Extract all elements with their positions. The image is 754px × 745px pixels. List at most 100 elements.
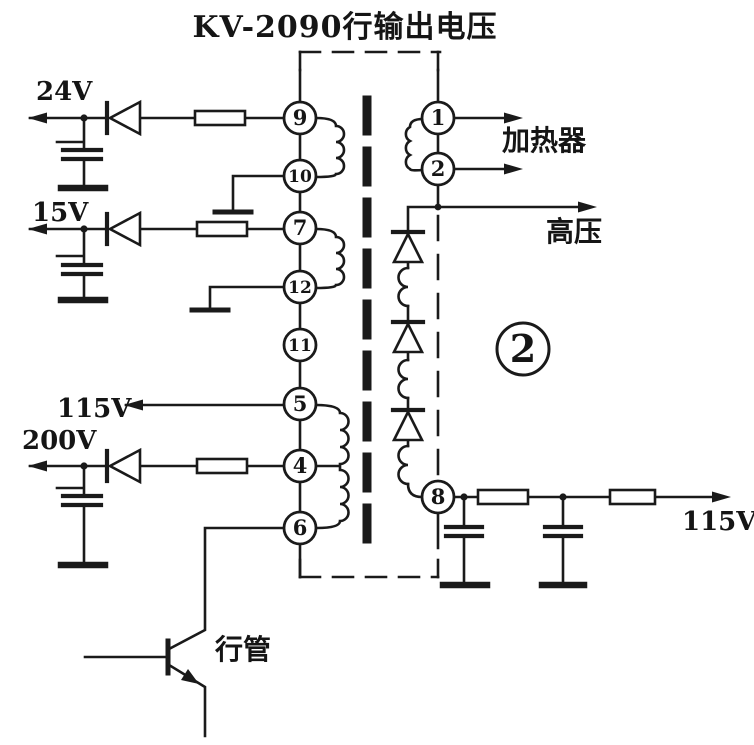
terminal-8: 8 <box>420 479 456 515</box>
diode-triangle <box>107 99 142 137</box>
label-115v-left: 115V <box>57 394 132 424</box>
diode-24v <box>104 99 142 137</box>
label-heater: 加热器 <box>502 124 587 157</box>
filter-resistor-1 <box>476 488 530 506</box>
hv-winding-1 <box>397 266 410 308</box>
terminal-number: 4 <box>293 453 308 478</box>
high-voltage-output: 高压 <box>434 201 602 248</box>
diode-15v <box>104 210 142 248</box>
ground-wire <box>208 285 286 310</box>
hv-winding-2 <box>397 358 410 400</box>
terminal-number: 8 <box>431 484 446 509</box>
figure-number-badge: 2 <box>495 321 551 377</box>
transformer-boundary-box <box>298 50 442 579</box>
terminal-number: 5 <box>293 391 308 416</box>
ground-terminal-12 <box>189 285 286 313</box>
arrow-left-icon <box>124 399 143 411</box>
arrow-right-icon <box>578 201 597 213</box>
terminal-5: 5 <box>282 386 318 422</box>
diode-triangle <box>391 409 425 442</box>
terminal-11: 11 <box>282 327 318 363</box>
hv-diode-1 <box>390 229 426 264</box>
rail-15v: 15V <box>28 198 286 304</box>
filter-capacitor-1 <box>439 495 491 589</box>
terminal-number: 10 <box>288 167 312 187</box>
figure-number-circle <box>495 321 551 377</box>
hv-diode-2 <box>390 319 426 354</box>
terminal-number: 12 <box>288 278 312 298</box>
winding-7-12 <box>314 227 346 290</box>
filter-resistor-2 <box>608 488 657 506</box>
terminal-9: 9 <box>282 100 318 136</box>
arrow-left-icon <box>28 460 47 472</box>
terminal-circle <box>420 100 456 136</box>
label-15v: 15V <box>32 198 89 228</box>
diode-triangle <box>391 321 425 354</box>
resistor-24v <box>193 109 247 127</box>
label-high-voltage: 高压 <box>546 215 602 248</box>
terminal-circle <box>420 479 456 515</box>
terminal-circle <box>282 158 318 194</box>
hv-chain-wire <box>406 205 440 499</box>
label-200v: 200V <box>22 426 97 456</box>
rail-115v-left: 115V <box>57 394 286 424</box>
ground-terminal-10 <box>212 174 286 215</box>
diode-triangle <box>391 231 425 264</box>
hv-rectifier-chain <box>390 205 440 499</box>
terminal-number: 1 <box>431 105 446 130</box>
emitter-arrow-icon <box>181 669 199 684</box>
terminal-circle <box>282 269 318 305</box>
terminal-10: 10 <box>282 158 318 194</box>
resistor-15v <box>195 220 249 238</box>
terminal-circle <box>282 100 318 136</box>
arrow-right-icon <box>712 491 731 503</box>
capacitor-200v <box>55 464 109 569</box>
terminal-6: 6 <box>282 510 318 546</box>
winding-5-4-6 <box>314 403 350 530</box>
figure-number: 2 <box>510 326 536 371</box>
diode-triangle <box>107 447 142 485</box>
terminal-circle <box>282 448 318 484</box>
terminal-2: 2 <box>420 151 456 187</box>
terminal-4: 4 <box>282 448 318 484</box>
capacitor-24v <box>55 116 109 192</box>
label-115v-right: 115V <box>682 507 754 537</box>
terminal-circle <box>420 151 456 187</box>
label-line-transistor: 行管 <box>214 633 271 666</box>
ground-wire <box>231 174 286 212</box>
terminal-number: 2 <box>431 156 446 181</box>
heater-output: 加热器 <box>452 112 587 175</box>
page-title: KV-2090行输出电压 <box>192 10 497 45</box>
terminal-12: 12 <box>282 269 318 305</box>
rail-24v: 24V <box>28 77 286 192</box>
arrow-right-icon <box>504 163 523 175</box>
terminal-1: 1 <box>420 100 456 136</box>
collector-wire <box>167 526 286 651</box>
arrow-left-icon <box>28 223 47 235</box>
emitter-wire <box>167 663 207 738</box>
diode-200v <box>104 447 142 485</box>
terminal-number: 11 <box>288 336 312 356</box>
terminal-circle <box>282 210 318 246</box>
output-filter-115v: 115V <box>439 488 754 589</box>
rail-200v: 200V <box>22 426 286 569</box>
capacitor-15v <box>55 227 109 304</box>
terminal-circle <box>282 386 318 422</box>
hv-diode-3 <box>390 407 426 442</box>
winding-9-10 <box>314 116 346 179</box>
arrow-left-icon <box>28 112 47 124</box>
hv-winding-3 <box>397 444 410 486</box>
resistor-200v <box>195 457 249 475</box>
terminal-number: 7 <box>293 215 308 240</box>
terminal-number: 6 <box>293 515 308 540</box>
terminal-number: 9 <box>293 105 308 130</box>
terminal-circle <box>282 327 318 363</box>
filter-capacitor-2 <box>538 495 588 589</box>
terminal-circle <box>282 510 318 546</box>
winding-1-2 <box>404 117 425 172</box>
arrow-right-icon <box>504 112 523 124</box>
terminal-7: 7 <box>282 210 318 246</box>
line-transistor: 行管 <box>83 526 286 738</box>
